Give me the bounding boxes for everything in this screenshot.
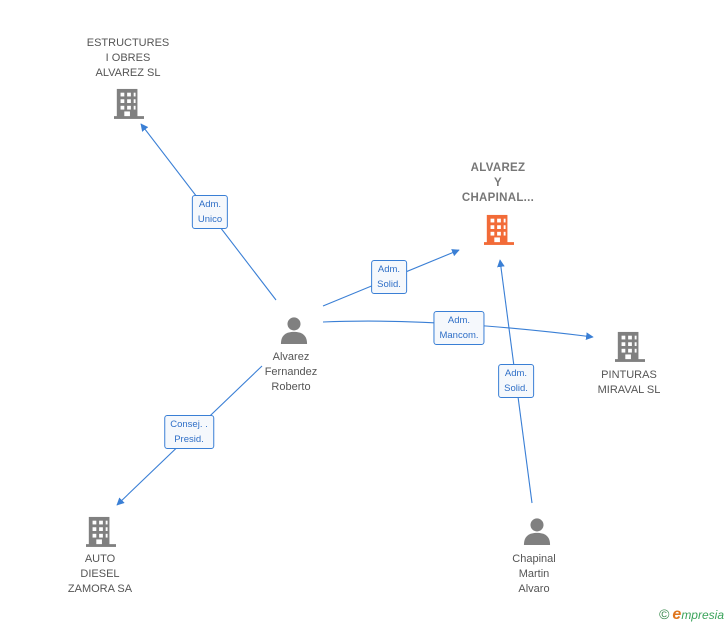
copyright-icon: © bbox=[659, 606, 670, 622]
node-label-pinturas[interactable]: PINTURAS MIRAVAL SL bbox=[598, 368, 661, 398]
node-label-line: PINTURAS bbox=[601, 369, 657, 381]
node-label-line: AUTO bbox=[84, 553, 116, 565]
relation-label[interactable]: Consej. . Presid. bbox=[164, 415, 214, 449]
node-label-line: Chapinal bbox=[512, 553, 556, 565]
node-label-line: Alvaro bbox=[518, 583, 550, 595]
relation-label[interactable]: Adm. Unico bbox=[191, 195, 229, 229]
person-icon[interactable] bbox=[523, 518, 551, 545]
building-icon[interactable] bbox=[86, 516, 116, 547]
relation-label-line: Presid. bbox=[174, 434, 204, 445]
node-label-auto-diesel[interactable]: AUTO DIESEL ZAMORA SA bbox=[68, 552, 132, 597]
relation-label-line: Solid. bbox=[504, 383, 528, 394]
relation-label-line: Adm. bbox=[377, 264, 401, 275]
relation-label-line: Solid. bbox=[377, 279, 401, 290]
node-label-line: Martin bbox=[518, 568, 550, 580]
brand-initial: e bbox=[672, 606, 682, 623]
footer-brand: ©empresia bbox=[659, 606, 724, 624]
relation-label-line: Unico bbox=[197, 214, 223, 225]
node-label-line: Fernandez bbox=[264, 366, 318, 378]
relation-label-line: Mancom. bbox=[439, 330, 479, 341]
relation-label-line: Consej. . bbox=[170, 419, 208, 430]
node-label-estructures[interactable]: ESTRUCTURES I OBRES ALVAREZ SL bbox=[87, 36, 170, 81]
node-label-line: Y bbox=[494, 177, 502, 189]
node-label-line: ZAMORA SA bbox=[67, 583, 133, 595]
node-label-line: DIESEL bbox=[80, 568, 120, 580]
building-icon[interactable] bbox=[114, 88, 144, 119]
node-label-line: CHAPINAL... bbox=[461, 192, 535, 204]
person-icon[interactable] bbox=[280, 317, 308, 344]
node-label-line: I OBRES bbox=[105, 52, 151, 64]
node-label-line: Alvarez bbox=[272, 351, 310, 363]
relation-label-line: Adm. bbox=[447, 315, 471, 326]
building-icon[interactable] bbox=[484, 214, 514, 245]
node-label-line: ESTRUCTURES bbox=[86, 37, 170, 49]
node-label-alvarez-chapinal[interactable]: ALVAREZ Y CHAPINAL... bbox=[462, 161, 534, 206]
node-label-line: ALVAREZ bbox=[470, 162, 526, 174]
relation-label[interactable]: Adm. Solid. bbox=[498, 364, 534, 398]
relation-label[interactable]: Adm. Solid. bbox=[371, 260, 407, 294]
node-label-line: ALVAREZ SL bbox=[95, 67, 161, 79]
relation-label[interactable]: Adm. Mancom. bbox=[433, 311, 485, 345]
node-label-line: MIRAVAL SL bbox=[597, 384, 661, 396]
node-label-line: Roberto bbox=[271, 381, 311, 393]
brand-name: mpresia bbox=[681, 608, 724, 622]
relation-label-line: Adm. bbox=[504, 368, 528, 379]
relation-label-line: Adm. bbox=[198, 199, 222, 210]
building-icon[interactable] bbox=[615, 331, 645, 362]
